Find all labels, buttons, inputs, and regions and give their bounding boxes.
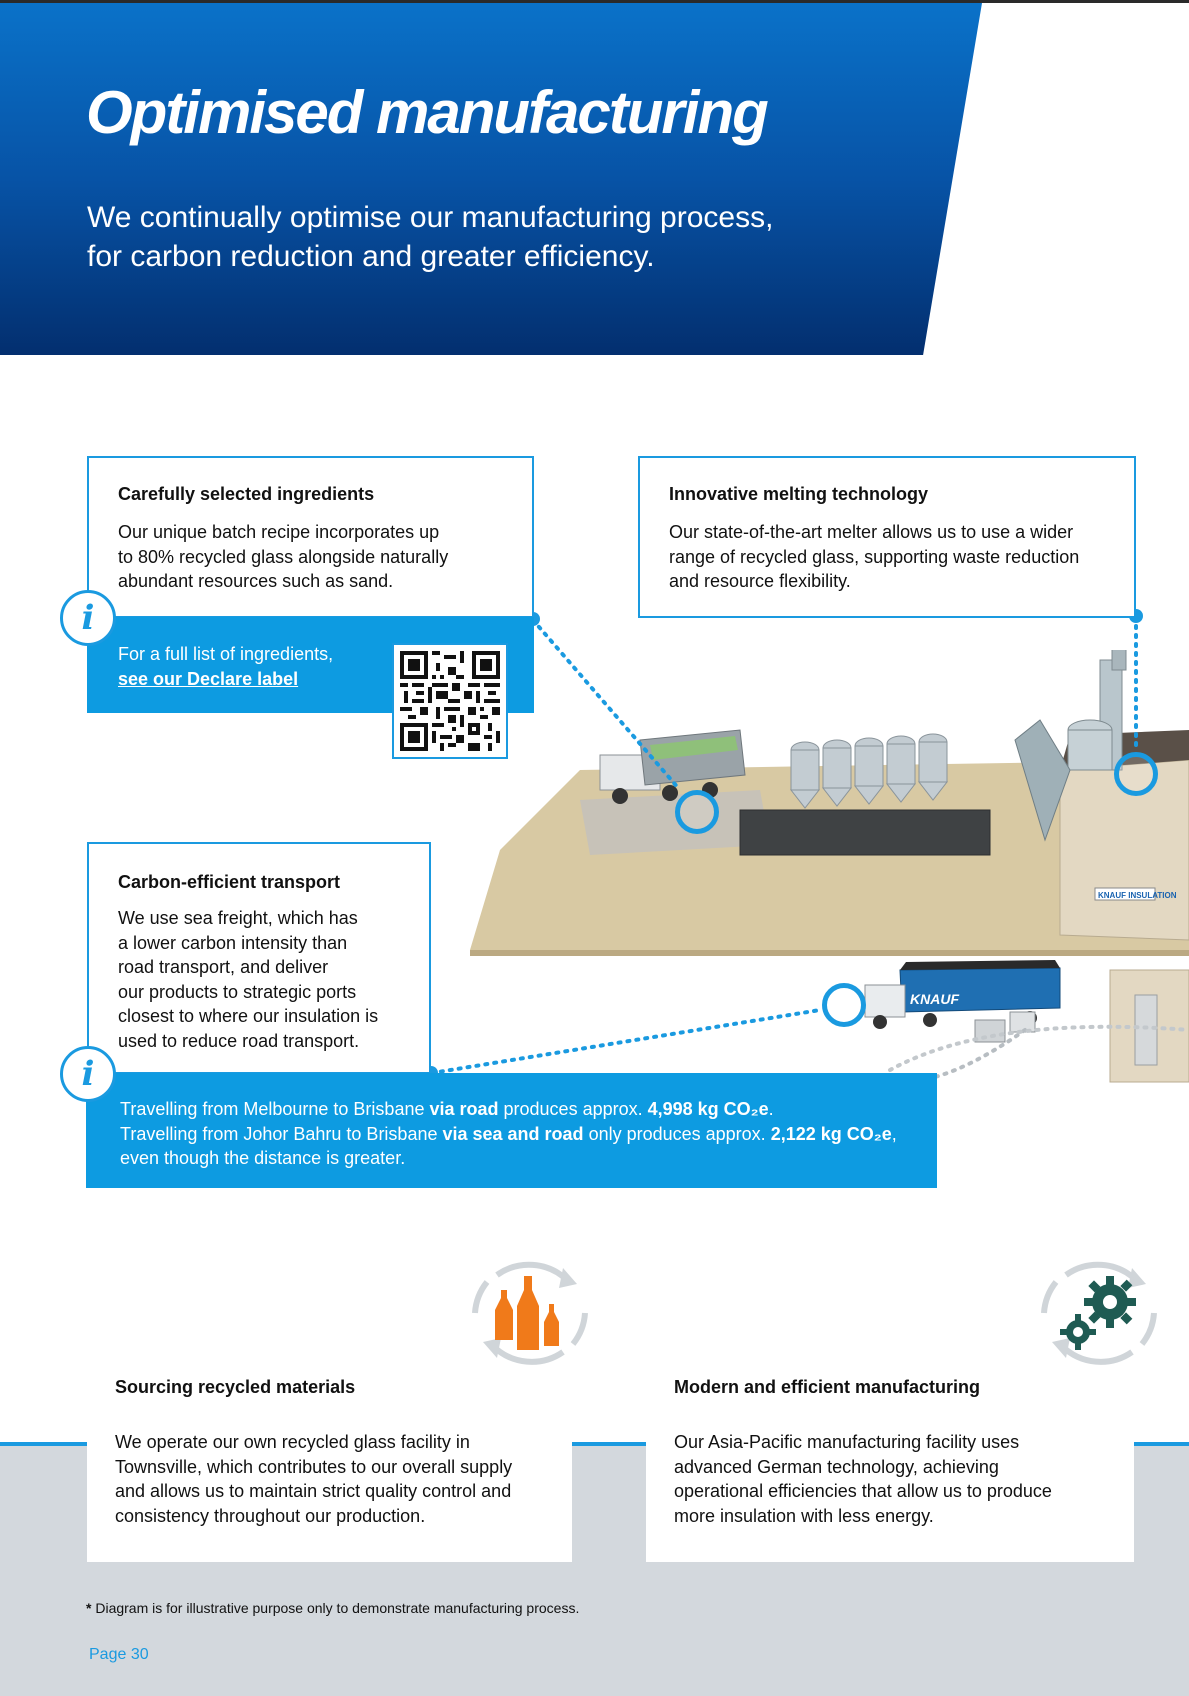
manufacturing-diagram: KNAUF INSULATION KNAUF [470, 650, 1189, 1084]
declare-qr-code[interactable] [392, 643, 508, 759]
melter-building-illustration: KNAUF INSULATION [1014, 650, 1189, 941]
band-accent-line [572, 1442, 646, 1446]
band-accent-line [0, 1442, 87, 1446]
top-rule [0, 0, 1189, 3]
batch-silos-illustration [739, 733, 991, 856]
transport-info-text: Travelling from Melbourne to Brisbane vi… [120, 1099, 897, 1168]
ingredients-title: Carefully selected ingredients [118, 484, 375, 504]
hotspot-ring-melter [1114, 752, 1158, 796]
hotspot-ring-ingredients [675, 790, 719, 834]
page-subtitle: We continually optimise our manufacturin… [87, 201, 774, 273]
info-icon: i [60, 1046, 116, 1102]
melting-card: Innovative melting technology Our state-… [638, 456, 1136, 618]
melting-title: Innovative melting technology [669, 484, 929, 504]
transport-title: Carbon-efficient transport [118, 872, 341, 892]
svg-text:KNAUF: KNAUF [910, 991, 959, 1007]
manufacturing-body: Our Asia-Pacific manufacturing facility … [674, 1432, 1052, 1526]
transport-body: We use sea freight, which has a lower ca… [118, 908, 379, 1051]
info-icon: i [60, 590, 116, 646]
page-number: Page 30 [89, 1646, 149, 1663]
sourcing-body: We operate our own recycled glass facili… [115, 1432, 513, 1526]
gears-icon [1041, 1261, 1157, 1365]
page-title: Optimised manufacturing [86, 79, 769, 146]
recycled-bottles-icon [472, 1261, 588, 1365]
band-accent-line [1134, 1442, 1189, 1446]
footnote: * Diagram is for illustrative purpose on… [86, 1600, 580, 1616]
sourcing-box: Sourcing recycled materials We operate o… [87, 1250, 588, 1562]
transport-info-bar: Travelling from Melbourne to Brisbane vi… [86, 1073, 937, 1188]
svg-text:KNAUF INSULATION: KNAUF INSULATION [1098, 891, 1177, 900]
ingredients-card: Carefully selected ingredients Our uniqu… [87, 456, 534, 618]
manufacturing-box: Modern and efficient manufacturing Our A… [646, 1250, 1157, 1562]
ingredients-info-text: For a full list of ingredients, [118, 644, 334, 664]
manufacturing-title: Modern and efficient manufacturing [674, 1377, 981, 1397]
transport-card: Carbon-efficient transport We use sea fr… [87, 842, 431, 1074]
hero-banner [0, 3, 982, 355]
declare-label-link[interactable]: see our Declare label [118, 669, 299, 689]
ingredients-body: Our unique batch recipe incorporates up … [118, 522, 449, 591]
hotspot-ring-transport [822, 983, 866, 1027]
tipper-truck-illustration [599, 729, 746, 804]
sourcing-title: Sourcing recycled materials [115, 1377, 356, 1397]
melting-body: Our state-of-the-art melter allows us to… [669, 522, 1080, 591]
